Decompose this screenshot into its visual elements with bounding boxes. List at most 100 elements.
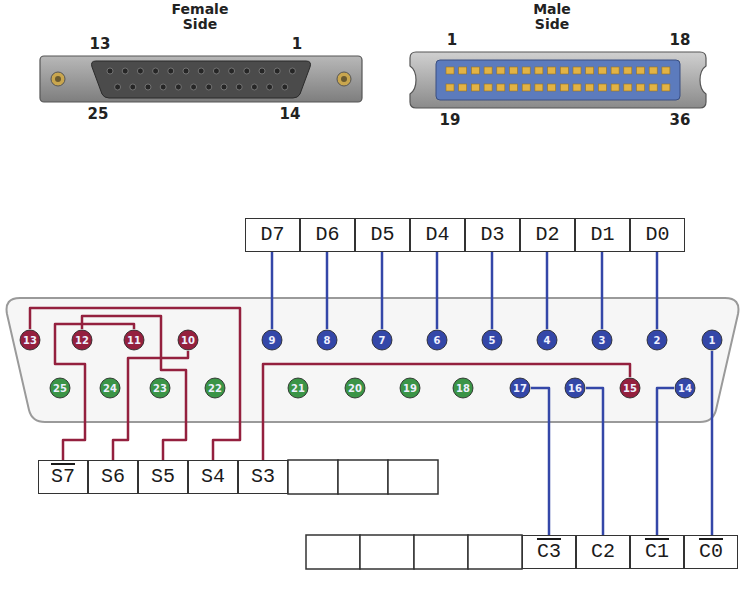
wire — [711, 351, 714, 535]
socket-hole — [175, 84, 181, 90]
empty-bit-box — [288, 460, 338, 494]
register-bit-box: S4 — [188, 460, 238, 494]
contact — [662, 67, 670, 74]
bit-name: D4 — [425, 224, 449, 246]
bit-name: S3 — [251, 466, 275, 488]
empty-bit-box — [360, 535, 414, 569]
pin-disc — [647, 330, 667, 350]
contact — [446, 67, 454, 74]
contact — [624, 84, 632, 91]
pin-circle: 17 — [509, 377, 531, 399]
contact — [586, 67, 594, 74]
contact — [497, 84, 505, 91]
contact — [522, 84, 530, 91]
connector-label: 19 — [440, 112, 461, 129]
wire — [657, 388, 674, 535]
pin-disc — [345, 378, 365, 398]
pin-circle: 19 — [399, 377, 421, 399]
contact — [560, 84, 568, 91]
screw-hole — [341, 76, 347, 82]
wire — [82, 316, 186, 460]
pin-disc — [482, 330, 502, 350]
pin-disc — [178, 330, 198, 350]
bit-name: C3 — [537, 541, 561, 563]
register-bit-box: C2 — [576, 535, 630, 569]
socket-hole — [160, 84, 166, 90]
pin-disc — [702, 330, 722, 350]
pin-disc — [427, 330, 447, 350]
register-bit-box: C3 — [522, 535, 576, 569]
pin-circle: 9 — [261, 329, 283, 351]
bit-name: S6 — [101, 466, 125, 488]
wire — [491, 252, 494, 329]
connector-label: Male Side — [533, 2, 571, 33]
pin-circle: 8 — [316, 329, 338, 351]
pin-circle: 22 — [204, 377, 226, 399]
pin-circle: 25 — [49, 377, 71, 399]
pin-circle: 11 — [123, 329, 145, 351]
contact — [535, 84, 543, 91]
register-bit-box: D5 — [355, 218, 410, 252]
db25-holes — [107, 68, 295, 90]
wire — [531, 388, 549, 535]
register-bit-box: D3 — [465, 218, 520, 252]
socket-hole — [229, 68, 235, 74]
contact — [459, 84, 467, 91]
empty-bit-box — [414, 535, 468, 569]
register-bit-box: D2 — [520, 218, 575, 252]
register-bit-box: C0 — [684, 535, 738, 569]
connector-label: 13 — [90, 36, 111, 53]
socket-hole — [236, 84, 242, 90]
socket-hole — [244, 68, 250, 74]
contact — [459, 67, 467, 74]
contact — [471, 84, 479, 91]
bit-name: C2 — [591, 541, 615, 563]
bit-name: D6 — [315, 224, 339, 246]
pin-circle: 13 — [19, 329, 41, 351]
register-bit-box: C1 — [630, 535, 684, 569]
pin-disc — [620, 378, 640, 398]
register-bit-box: D4 — [410, 218, 465, 252]
socket-hole — [221, 84, 227, 90]
connector-label: Female Side — [172, 2, 229, 33]
pin-number: 2 — [654, 335, 661, 346]
pin-number: 22 — [208, 383, 222, 394]
pin-circle: 23 — [149, 377, 171, 399]
pin-disc — [400, 378, 420, 398]
wire — [436, 252, 439, 329]
bit-name: S4 — [201, 466, 225, 488]
wire — [30, 308, 240, 460]
socket-hole — [274, 68, 280, 74]
socket-hole — [289, 68, 295, 74]
bit-name: D2 — [535, 224, 559, 246]
empty-bit-box — [306, 535, 360, 569]
socket-hole — [282, 84, 288, 90]
wire — [546, 252, 549, 329]
contact — [649, 84, 657, 91]
contact — [484, 84, 492, 91]
contact — [548, 84, 556, 91]
pin-number: 18 — [456, 383, 470, 394]
db25-shell — [92, 61, 311, 98]
bit-name: C0 — [699, 541, 723, 563]
pin-disc — [565, 378, 585, 398]
contact — [637, 84, 645, 91]
pin-disc — [510, 378, 530, 398]
socket-hole — [251, 84, 257, 90]
contact — [611, 67, 619, 74]
contact — [484, 67, 492, 74]
contact — [446, 84, 454, 91]
pin-disc — [20, 330, 40, 350]
pin-disc — [72, 330, 92, 350]
socket-hole — [137, 68, 143, 74]
pin-circle: 24 — [99, 377, 121, 399]
pin-number: 14 — [678, 383, 692, 394]
bit-name: D0 — [645, 224, 669, 246]
centronics-frame — [410, 52, 706, 108]
bit-name: S5 — [151, 466, 175, 488]
wire — [381, 252, 384, 329]
pin-circle: 5 — [481, 329, 503, 351]
wire — [263, 364, 630, 460]
pin-circle: 6 — [426, 329, 448, 351]
db25-plate — [40, 56, 362, 102]
